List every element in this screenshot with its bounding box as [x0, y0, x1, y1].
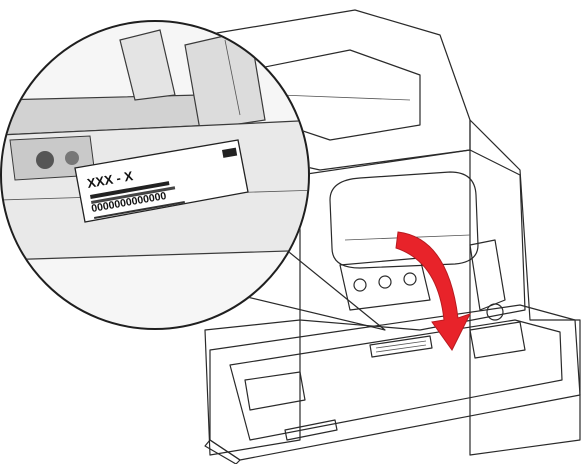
zoom-latch-part — [184, 29, 266, 131]
front-door-inner — [229, 319, 563, 441]
door-left-mechanism — [244, 371, 306, 411]
door-edge — [204, 439, 241, 464]
door-handle — [284, 419, 338, 441]
door-label — [369, 335, 433, 358]
printer-left-lower — [204, 319, 301, 456]
output-tray-edge — [279, 94, 411, 101]
front-door — [204, 304, 581, 464]
rotation-arrow-icon — [395, 231, 471, 351]
door-label-line-2 — [375, 344, 427, 353]
zoom-connector-hole-1 — [36, 151, 54, 169]
roller-1 — [353, 278, 367, 292]
door-label-line-1 — [375, 340, 427, 349]
right-latch — [469, 239, 506, 311]
callout-zoomed-view: XXX - X 0000000000000 — [2, 22, 308, 328]
door-right-mechanism — [469, 321, 526, 359]
printer-right-side — [469, 119, 581, 456]
callout-circle-border — [0, 20, 310, 330]
serial-label-barcode-1 — [90, 181, 170, 199]
zoom-latch-line — [224, 39, 241, 116]
magnifier-callout: XXX - X 0000000000000 — [0, 20, 386, 331]
internal-rollers — [339, 257, 431, 311]
serial-label-logo — [222, 147, 238, 158]
toner-drum — [329, 171, 479, 269]
roller-3 — [403, 272, 417, 286]
door-label-plate — [369, 335, 433, 358]
zoom-upper-part — [119, 29, 176, 101]
serial-label-plate — [74, 139, 249, 223]
latch-knob — [486, 303, 504, 321]
zoom-connector-hole-2 — [65, 151, 79, 165]
roller-2 — [378, 275, 392, 289]
roller-housing — [339, 257, 431, 311]
printer-body — [174, 9, 581, 456]
serial-label: XXX - X 0000000000000 — [74, 139, 249, 223]
serial-label-barcode-3 — [94, 201, 185, 219]
serial-label-barcode-2 — [91, 186, 176, 204]
